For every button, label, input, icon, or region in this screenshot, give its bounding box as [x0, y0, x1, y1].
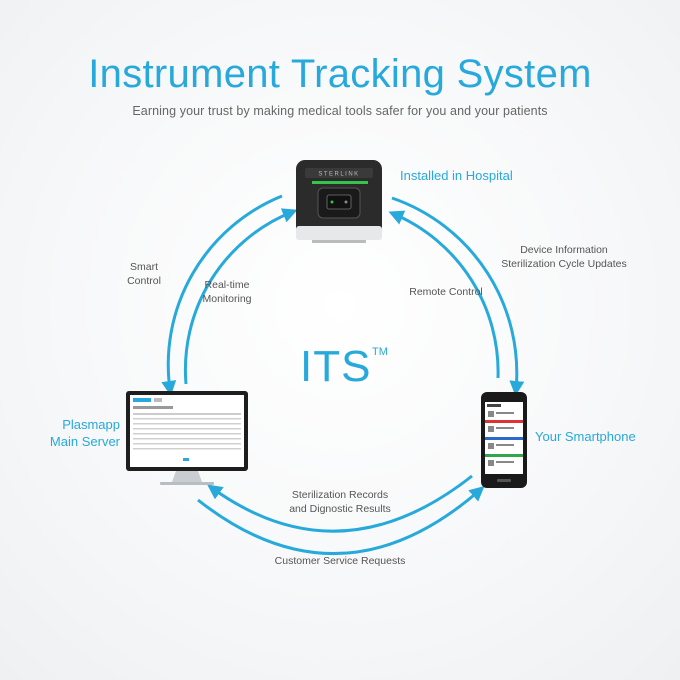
arrow-realtime-monitoring: [183, 208, 298, 385]
monitor-icon: [126, 391, 248, 485]
flow-realtime-monitoring-line2: Monitoring: [202, 293, 252, 305]
server-label-line2: Main Server: [49, 434, 120, 449]
hospital-label: Installed in Hospital: [400, 168, 513, 183]
flow-smart-control-line1: Smart: [129, 261, 158, 273]
arrow-device-info: [391, 196, 525, 396]
its-logo: ITS TM: [300, 342, 388, 392]
its-trademark: TM: [372, 346, 388, 358]
arrow-remote-control: [388, 210, 500, 379]
server-label-line1: Plasmapp: [62, 417, 120, 432]
flow-smart-control: Smart Control: [120, 260, 168, 288]
flow-remote-control-line1: Remote Control: [409, 286, 483, 298]
arrow-smart-control: [161, 194, 283, 396]
server-label: Plasmapp Main Server: [40, 416, 120, 450]
flow-device-info-line1: Device Information: [520, 244, 608, 256]
flow-customer-service: Customer Service Requests: [250, 554, 430, 568]
flow-customer-service-line1: Customer Service Requests: [274, 555, 406, 567]
flow-device-info-line2: Sterilization Cycle Updates: [501, 258, 627, 270]
flow-smart-control-line2: Control: [127, 275, 161, 287]
page-title: Instrument Tracking System: [88, 52, 592, 96]
sterilizer-device-icon: [296, 160, 382, 243]
flow-realtime-monitoring-line1: Real-time: [204, 279, 250, 291]
page-subtitle: Earning your trust by making medical too…: [132, 104, 548, 118]
flow-sterilization-records-line2: and Dignostic Results: [289, 503, 391, 515]
flow-device-info: Device Information Sterilization Cycle U…: [494, 243, 634, 271]
flow-sterilization-records: Sterilization Records and Dignostic Resu…: [280, 488, 400, 516]
flow-remote-control: Remote Control: [404, 285, 488, 299]
smartphone-icon: [481, 392, 527, 488]
smartphone-label: Your Smartphone: [535, 429, 636, 444]
arrow-customer-service: [197, 486, 485, 556]
flow-realtime-monitoring: Real-time Monitoring: [194, 278, 260, 306]
its-logo-text: ITS: [300, 342, 372, 391]
arrow-sterilization-records: [207, 474, 473, 533]
device-brand-text: STERLINK: [318, 172, 359, 178]
flow-sterilization-records-line1: Sterilization Records: [291, 489, 389, 501]
